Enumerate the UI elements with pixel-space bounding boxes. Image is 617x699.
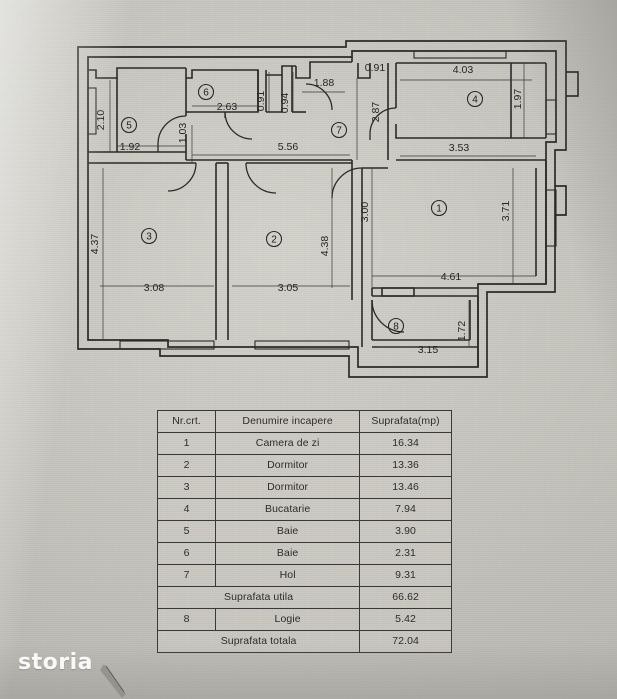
dimension-label: 5.56: [278, 141, 299, 153]
dimension-label: 4.38: [319, 236, 331, 257]
dimension-label: 2.63: [217, 101, 238, 113]
dimension-label: 3.00: [359, 202, 371, 223]
row-area-value: 13.36: [359, 454, 452, 477]
dimension-label: 1.97: [512, 89, 524, 110]
row-area-value: 9.31: [359, 564, 452, 587]
dimension-label: 3.53: [449, 142, 470, 154]
dimension-label: 4.61: [441, 271, 462, 283]
dimension-label: 1.72: [456, 321, 468, 342]
row-room-name: Hol: [215, 564, 361, 587]
dimension-label: 2.10: [95, 110, 107, 131]
room-marker-number: 5: [126, 121, 132, 132]
row-area-value: 7.94: [359, 498, 452, 521]
room-marker-4: 4: [466, 90, 484, 108]
row-area-value: 5.42: [359, 608, 452, 631]
row-room-name: Camera de zi: [215, 432, 361, 455]
dimension-label: 0.94: [279, 93, 291, 114]
room-marker-number: 7: [336, 126, 342, 137]
row-number: 3: [156, 476, 217, 499]
areas-table: Nr.crt. Denumire incapere Suprafata(mp) …: [156, 410, 452, 653]
row-number: 5: [156, 520, 217, 543]
room-marker-number: 1: [436, 204, 442, 215]
dimension-label: 1.03: [177, 123, 189, 144]
plan-windows: [87, 50, 557, 350]
room-marker-number: 6: [203, 88, 209, 99]
dimension-label: 3.08: [144, 282, 165, 294]
room-marker-number: 2: [271, 235, 277, 246]
header-nr: Nr.crt.: [156, 410, 217, 433]
row-number: 4: [156, 498, 217, 521]
row-room-name: Baie: [215, 542, 361, 565]
row-room-name: Dormitor: [215, 454, 361, 477]
room-marker-3: 3: [140, 227, 158, 245]
dimension-label: 3.05: [278, 282, 299, 294]
room-marker-number: 8: [393, 322, 399, 333]
dimension-label: 4.37: [89, 234, 101, 255]
row-number: 2: [156, 454, 217, 477]
room-marker-number: 3: [146, 232, 152, 243]
row-number: 1: [156, 432, 217, 455]
row-room-name: Dormitor: [215, 476, 361, 499]
dimension-label: 3.15: [418, 344, 439, 356]
row-summary-label: Suprafata totala: [156, 630, 361, 653]
row-number: 7: [156, 564, 217, 587]
room-marker-7: 7: [330, 121, 348, 139]
row-room-name: Baie: [215, 520, 361, 543]
room-marker-8: 8: [387, 317, 405, 335]
room-marker-2: 2: [265, 230, 283, 248]
dimension-label: 1.88: [314, 77, 335, 89]
row-number: 6: [156, 542, 217, 565]
floor-plan-drawing: 1 2 3 4 5 6 7 8 2.10 1.92 1.03 2.63 0.91 0.94 1.88 0.9…: [77, 40, 579, 378]
row-area-value: 13.46: [359, 476, 452, 499]
header-name: Denumire incapere: [215, 410, 361, 433]
plan-dimension-labels: 2.10 1.92 1.03 2.63 0.91 0.94 1.88 0.91 2.87 4.03…: [89, 62, 524, 356]
row-area-value: 2.31: [359, 542, 452, 565]
pen-nib-decoration: [100, 664, 126, 698]
dimension-label: 0.91: [365, 62, 386, 74]
dimension-label: 3.71: [500, 201, 512, 222]
dimension-label: 1.92: [120, 141, 141, 153]
storia-watermark: storia: [18, 650, 93, 675]
room-marker-number: 4: [472, 95, 478, 106]
dimension-label: 0.91: [255, 91, 267, 112]
row-area-value: 66.62: [359, 586, 452, 609]
row-area-value: 16.34: [359, 432, 452, 455]
room-marker-5: 5: [120, 116, 138, 134]
header-area: Suprafata(mp): [359, 410, 452, 433]
dimension-label: 2.87: [370, 102, 382, 123]
row-summary-label: Suprafata utila: [156, 586, 361, 609]
row-room-name: Bucatarie: [215, 498, 361, 521]
room-marker-6: 6: [197, 83, 215, 101]
row-number: 8: [156, 608, 217, 631]
dimension-label: 4.03: [453, 64, 474, 76]
row-area-value: 3.90: [359, 520, 452, 543]
table-header-row: Nr.crt. Denumire incapere Suprafata(mp): [156, 410, 452, 433]
row-area-value: 72.04: [359, 630, 452, 653]
row-room-name: Logie: [215, 608, 361, 631]
room-marker-1: 1: [430, 199, 448, 217]
